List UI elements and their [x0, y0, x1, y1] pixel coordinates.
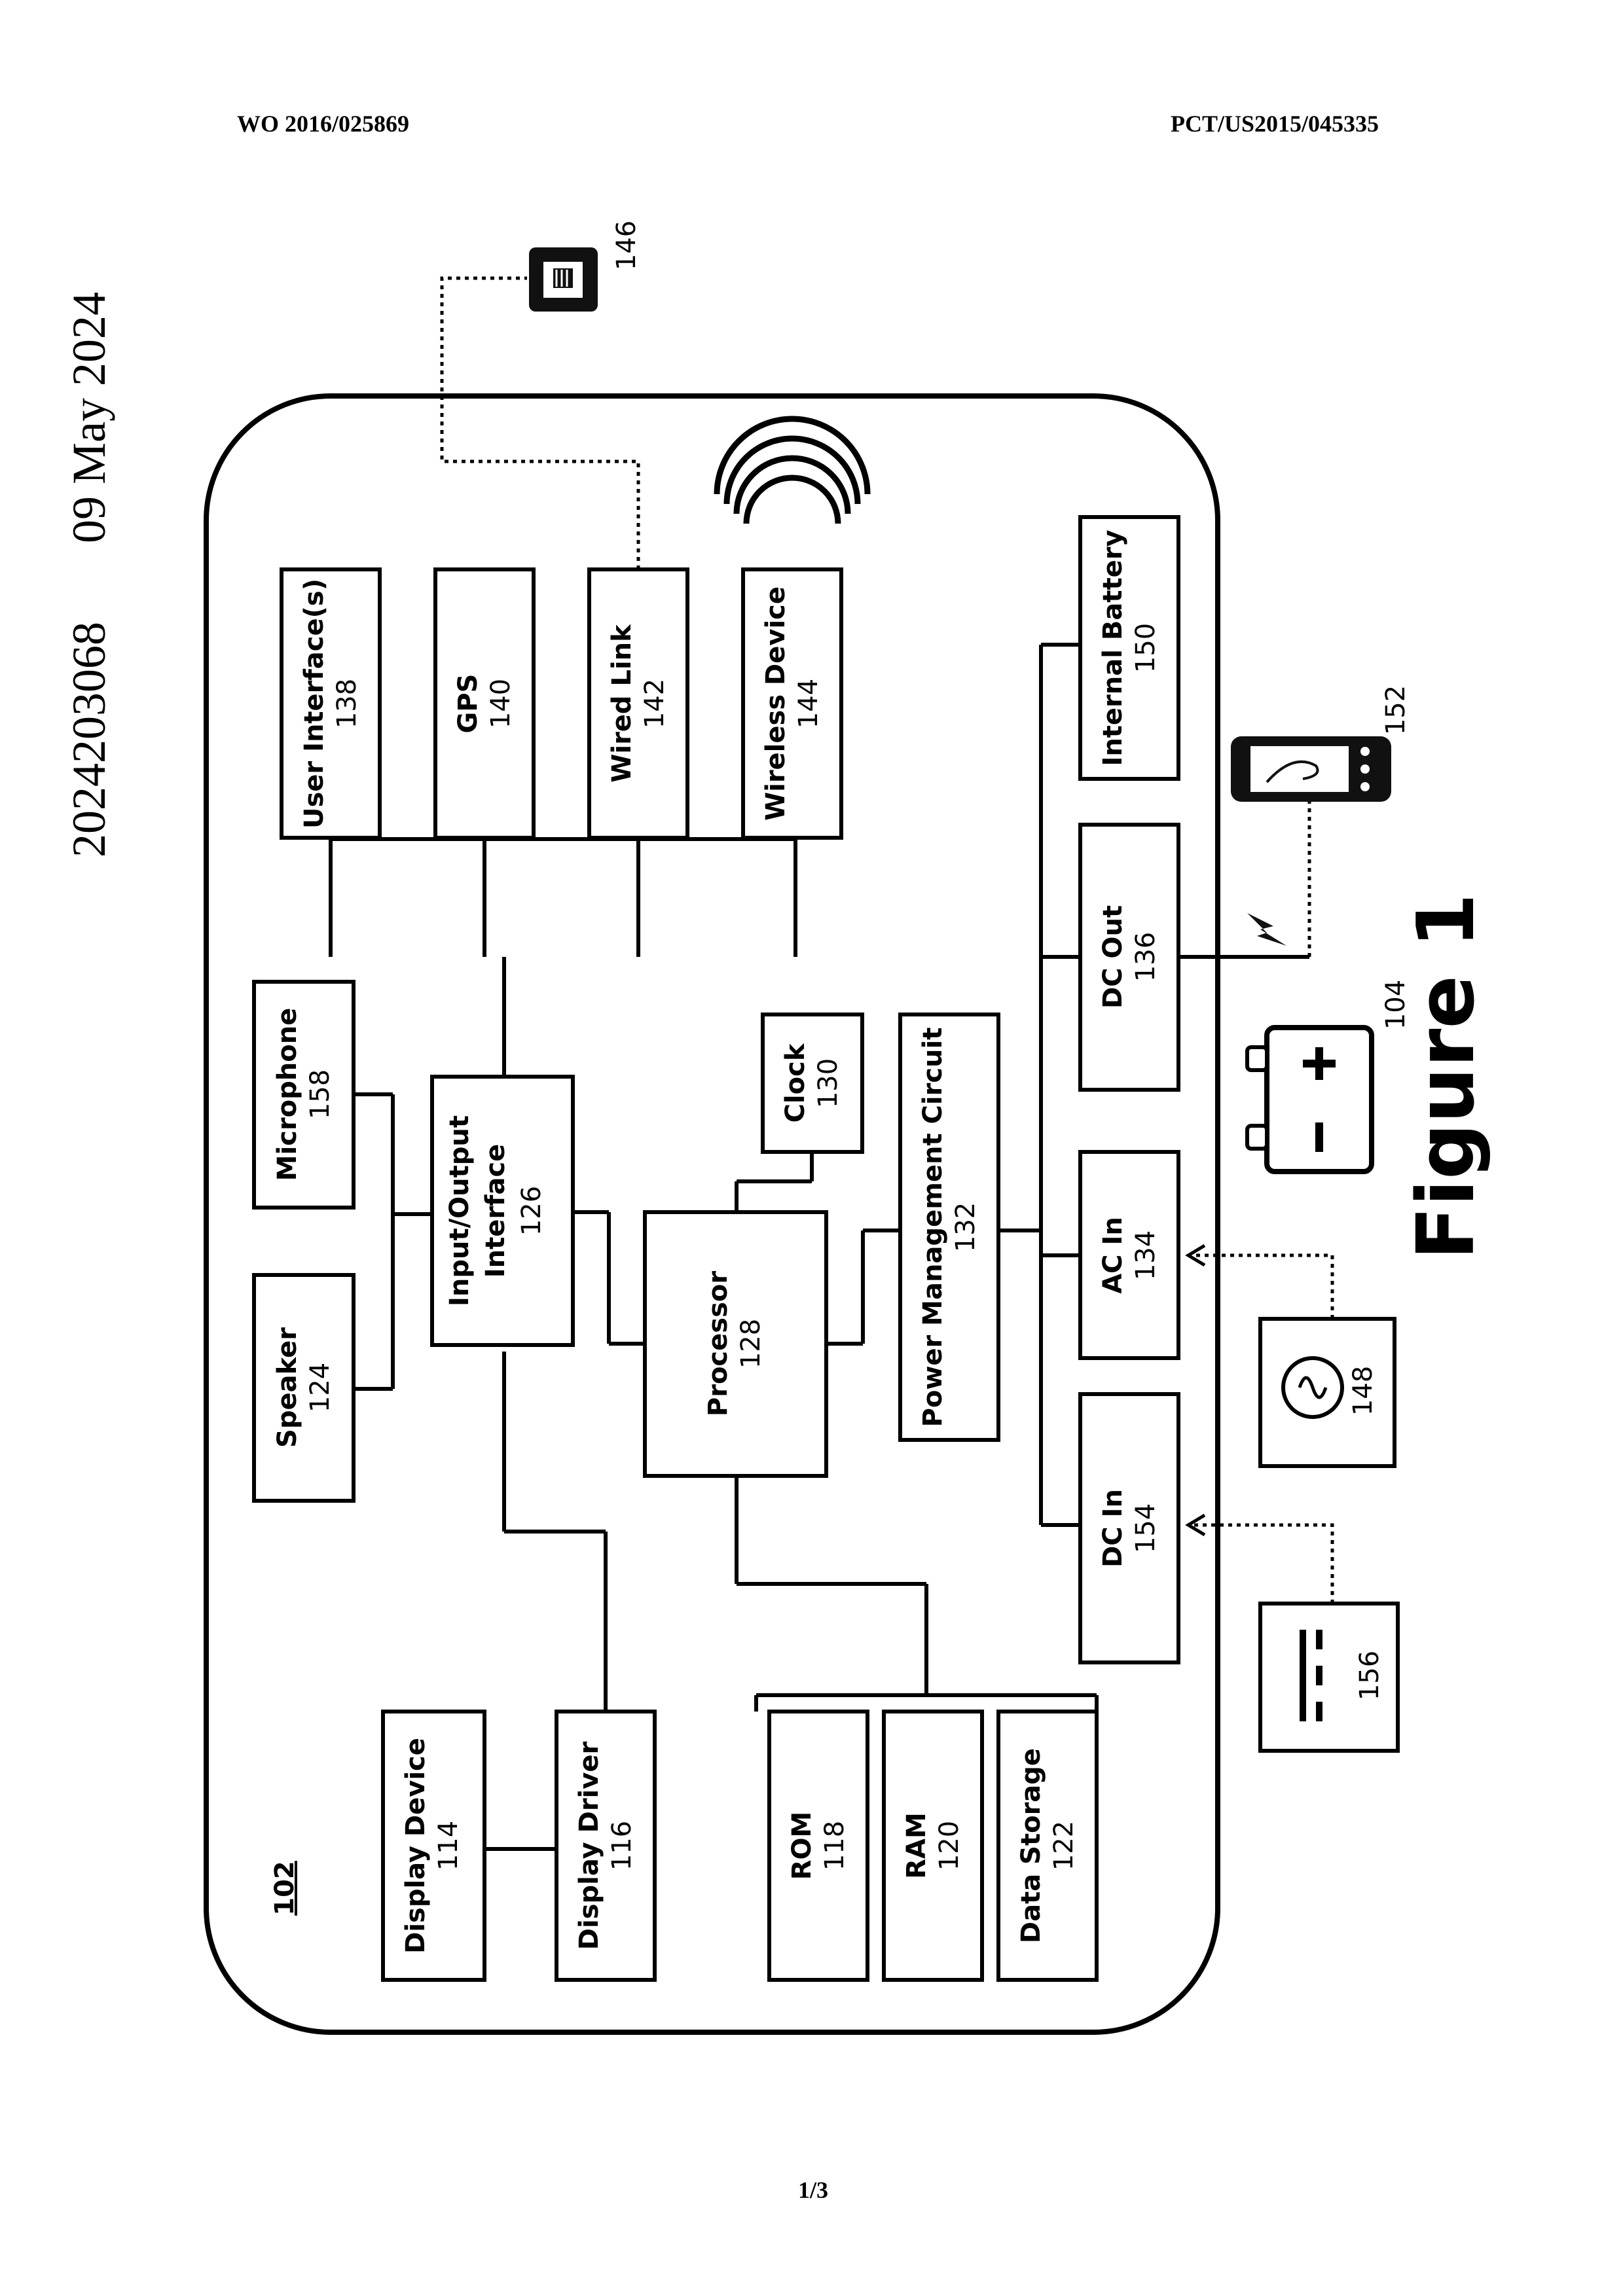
figure-title: Figure 1: [1401, 893, 1492, 1260]
arrowheads: [1188, 1246, 1205, 1535]
number-ram: 120: [934, 1821, 964, 1871]
ref-phone: 152: [1381, 685, 1411, 735]
number-display-device: 114: [433, 1821, 464, 1871]
label-dc-out: DC Out: [1098, 905, 1128, 1009]
label-wireless-device: Wireless Device: [761, 586, 791, 821]
number-gps: 140: [486, 679, 516, 728]
number-internal-battery: 150: [1131, 623, 1161, 673]
device-reference: 102: [270, 1861, 300, 1916]
number-wireless-device: 144: [793, 679, 824, 728]
label-display-device: Display Device: [401, 1738, 431, 1954]
number-speaker: 124: [305, 1363, 335, 1412]
number-processor: 128: [736, 1319, 766, 1369]
ref-dc-source: 156: [1355, 1651, 1385, 1700]
label-power-management-circuit: Power Management Circuit: [918, 1028, 948, 1427]
number-power-management-circuit: 132: [951, 1202, 981, 1252]
label-data-storage: Data Storage: [1016, 1748, 1046, 1943]
number-rom: 118: [820, 1821, 850, 1871]
label-internal-battery: Internal Battery: [1098, 529, 1128, 766]
label-user-interface: User Interface(s): [299, 579, 329, 829]
number-clock: 130: [813, 1058, 843, 1108]
number-data-storage: 122: [1049, 1821, 1079, 1871]
label-rom: ROM: [787, 1812, 817, 1880]
number-dc-out: 136: [1131, 932, 1161, 982]
label-ram: RAM: [902, 1812, 932, 1879]
label-speaker: Speaker: [272, 1327, 302, 1448]
label-dc-in: DC In: [1098, 1489, 1128, 1568]
number-ac-in: 134: [1131, 1230, 1161, 1280]
smartphone-icon: [1231, 736, 1391, 802]
number-io-interface: 126: [517, 1186, 547, 1236]
label-microphone: Microphone: [272, 1008, 302, 1181]
number-user-interface: 138: [332, 679, 362, 728]
label-gps: GPS: [453, 674, 483, 734]
label-wired-link: Wired Link: [607, 624, 637, 783]
label-io-line2: Interface: [481, 1144, 511, 1278]
lightning-icon: [1247, 913, 1286, 946]
label-clock: Clock: [780, 1043, 811, 1122]
ref-ethernet-port: 146: [611, 221, 642, 270]
number-display-driver: 116: [607, 1821, 637, 1871]
number-microphone: 158: [305, 1069, 335, 1119]
ref-ac-source: 148: [1348, 1366, 1378, 1416]
number-wired-link: 142: [640, 679, 670, 728]
number-dc-in: 154: [1131, 1503, 1161, 1553]
page-number: 1/3: [793, 2176, 833, 2204]
battery-icon: [1247, 1028, 1372, 1172]
wifi-signal-icon: [717, 419, 867, 524]
ethernet-port-icon: [529, 247, 598, 312]
label-io-line1: Input/Output: [445, 1115, 475, 1306]
dotted-connections: [442, 278, 1332, 1604]
label-processor: Processor: [703, 1271, 733, 1416]
label-display-driver: Display Driver: [574, 1742, 604, 1950]
label-ac-in: AC In: [1098, 1217, 1128, 1294]
